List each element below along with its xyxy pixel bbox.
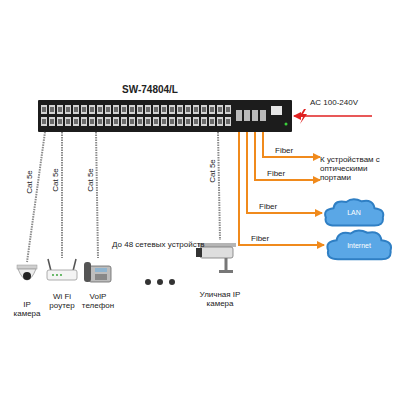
switch-body (38, 100, 292, 132)
fiber-connector (255, 132, 320, 180)
port-group (184, 103, 232, 127)
router-antenna (73, 259, 76, 271)
edge-label: Fiber (275, 146, 293, 155)
edge-label: Fiber (267, 169, 285, 178)
cloud-node: LAN (322, 197, 386, 228)
phone-handset (84, 262, 91, 282)
node-label: Уличная IP камера (190, 290, 250, 308)
cloud-outline (325, 199, 383, 225)
switch-node: SW-74804/L (38, 84, 292, 132)
port-group (136, 103, 184, 127)
edge-label: Cat 5e (208, 159, 217, 183)
camera-mount (225, 257, 228, 271)
dome-camera (18, 269, 36, 280)
note-label: До 48 сетевых устройств (112, 240, 228, 249)
device-node: Wi Fi роутер (40, 258, 84, 310)
ellipsis-dot (157, 279, 163, 285)
node-label: К устройствам с оптическими портами (320, 155, 400, 182)
cat5e-cable (61, 132, 63, 258)
sfp-port (260, 110, 266, 121)
cloud-outline (327, 231, 391, 260)
ellipsis-dot (145, 279, 151, 285)
router-led (60, 274, 62, 276)
router-antenna (48, 259, 51, 271)
router-led (52, 274, 54, 276)
lightning-symbol (299, 109, 307, 124)
edge-label: Cat 5e (25, 170, 34, 194)
edge-label: Fiber (259, 202, 277, 211)
camera-mount-base (219, 270, 233, 273)
sfp-port (244, 110, 250, 121)
phone-keypad (95, 274, 107, 280)
sfp-port (252, 110, 258, 121)
cloud-label: Internet (347, 241, 371, 250)
cat5e-cable (27, 132, 45, 262)
street-camera-body (200, 247, 233, 258)
node-label: Wi Fi роутер (40, 292, 84, 310)
sfp-port (236, 110, 242, 121)
camera-base (17, 265, 37, 269)
edge-label: Fiber (251, 234, 269, 243)
device-node: IP камера (10, 262, 44, 318)
router-led (56, 274, 58, 276)
cloud-node: Internet (324, 228, 394, 262)
phone-display (95, 268, 107, 272)
ellipsis-dot (169, 279, 175, 285)
fiber-connector (247, 132, 322, 213)
device-node: Уличная IP камера (190, 240, 250, 308)
node-label: IP камера (10, 300, 44, 318)
port-group (40, 103, 88, 127)
node-label: VoIP телефон (76, 292, 120, 310)
console-port (271, 106, 282, 115)
cat5e-cable (96, 132, 98, 258)
camera-lens (196, 248, 202, 257)
cloud-label: LAN (347, 208, 361, 217)
camera-lens (23, 272, 31, 280)
power-label: AC 100-240V (310, 98, 390, 107)
target-text-node: К устройствам с оптическими портами (320, 150, 400, 186)
fiber-connector (263, 132, 320, 157)
fiber-connector (239, 132, 324, 245)
status-led (285, 123, 288, 126)
port-group (88, 103, 136, 127)
phone-body (89, 266, 111, 282)
edge-label: Cat 5e (51, 168, 60, 192)
switch-title: SW-74804/L (38, 84, 292, 96)
router-body (47, 270, 77, 280)
device-node: VoIP телефон (76, 258, 120, 310)
edge-label: Cat 5e (86, 168, 95, 192)
cat5e-cable (218, 132, 220, 240)
